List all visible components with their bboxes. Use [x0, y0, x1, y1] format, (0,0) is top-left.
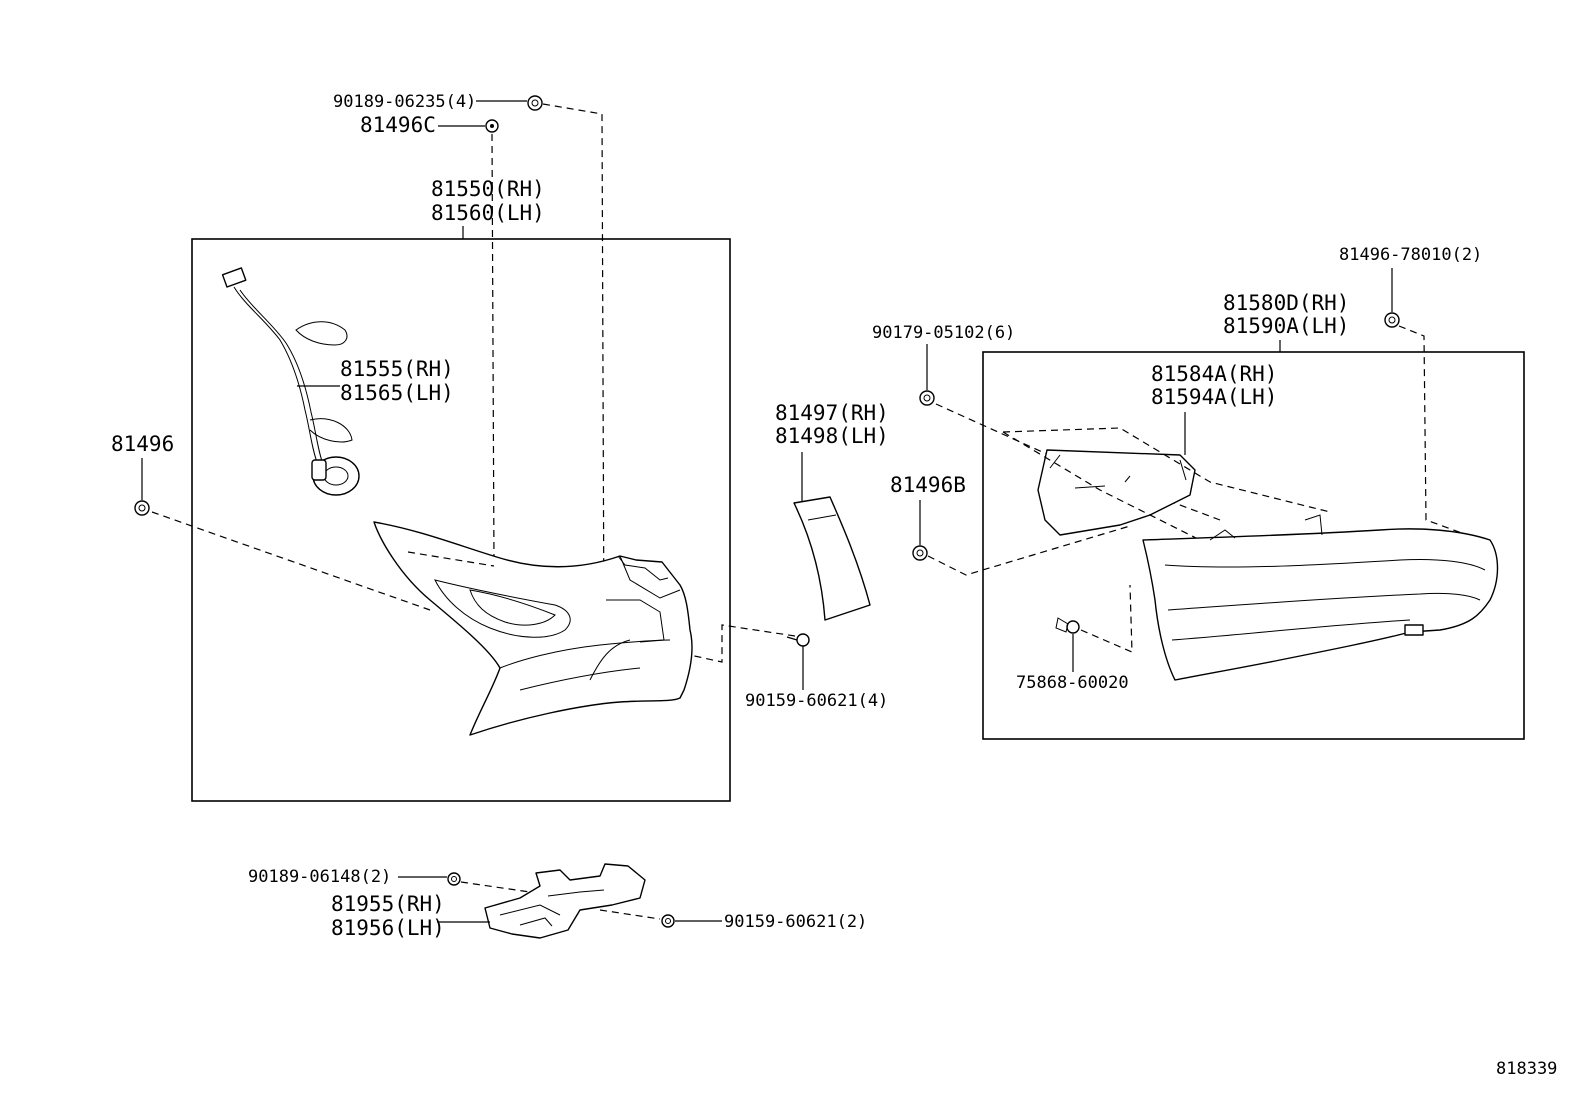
back-up-lamp [1142, 514, 1499, 681]
socket-wire-harness [221, 267, 360, 496]
lamp-gasket [793, 496, 871, 621]
nut-icon [919, 390, 935, 406]
screw-icon [661, 914, 675, 928]
clip-icon [1384, 312, 1400, 328]
mounting-bracket [484, 863, 646, 939]
label-81496[interactable]: 81496 [111, 432, 174, 456]
diagram-number: 818339 [1496, 1059, 1557, 1079]
screw-icon [527, 95, 543, 111]
label-81565-lh[interactable]: 81565(LH) [340, 381, 454, 405]
lamp-bracket [1037, 449, 1196, 536]
label-81497-rh[interactable]: 81497(RH) [775, 401, 889, 425]
clip-icon [134, 500, 150, 516]
label-81555-rh[interactable]: 81555(RH) [340, 357, 454, 381]
label-81560-lh[interactable]: 81560(LH) [431, 201, 545, 225]
lamp-assembly-box-left [191, 238, 731, 802]
label-81496b[interactable]: 81496B [890, 473, 966, 497]
label-81594a-lh[interactable]: 81594A(LH) [1151, 385, 1277, 409]
label-81584a-rh[interactable]: 81584A(RH) [1151, 362, 1277, 386]
label-81550-rh[interactable]: 81550(RH) [431, 177, 545, 201]
label-90179-05102[interactable]: 90179-05102(6) [872, 323, 1015, 343]
label-81590a-lh[interactable]: 81590A(LH) [1223, 314, 1349, 338]
label-81956-lh[interactable]: 81956(LH) [331, 916, 445, 940]
label-81580d-rh[interactable]: 81580D(RH) [1223, 291, 1349, 315]
clip-icon [1055, 617, 1080, 634]
screw-icon [447, 872, 461, 886]
rear-combination-lamp [373, 521, 693, 736]
label-81496c[interactable]: 81496C [360, 113, 436, 137]
clip-icon [485, 119, 499, 133]
label-81498-lh[interactable]: 81498(LH) [775, 424, 889, 448]
lamp-assembly-box-right [982, 351, 1525, 740]
label-75868-60020[interactable]: 75868-60020 [1016, 673, 1129, 693]
label-90189-06235[interactable]: 90189-06235(4) [333, 92, 476, 112]
label-90189-06148[interactable]: 90189-06148(2) [248, 867, 391, 887]
label-81496-78010[interactable]: 81496-78010(2) [1339, 245, 1482, 265]
label-81955-rh[interactable]: 81955(RH) [331, 892, 445, 916]
clip-icon [912, 545, 928, 561]
label-90159-60621-2[interactable]: 90159-60621(2) [724, 912, 867, 932]
label-90159-60621-4[interactable]: 90159-60621(4) [745, 691, 888, 711]
